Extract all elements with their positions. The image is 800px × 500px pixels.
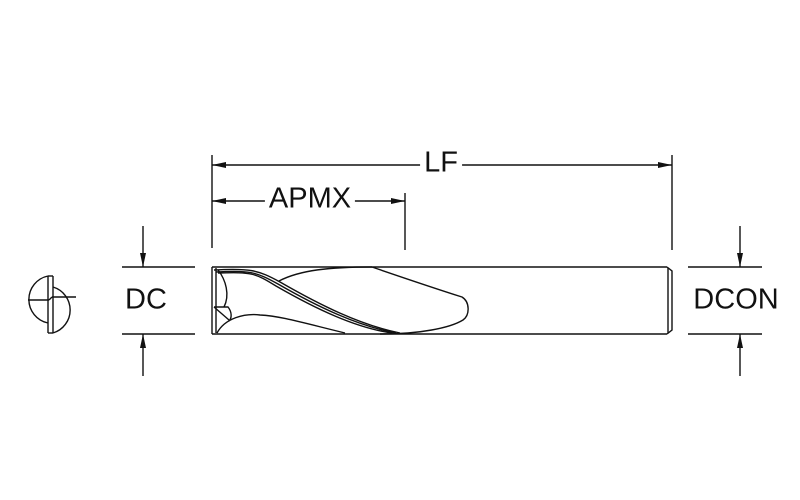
lf-label: LF xyxy=(420,148,462,178)
dcon-label: DCON xyxy=(693,283,779,316)
dc-label: DC xyxy=(125,283,167,316)
dcon-dimension xyxy=(688,226,762,376)
end-view-icon xyxy=(28,275,76,334)
dc-dimension xyxy=(122,226,195,376)
tool-body xyxy=(211,266,673,335)
apmx-label: APMX xyxy=(264,184,356,214)
